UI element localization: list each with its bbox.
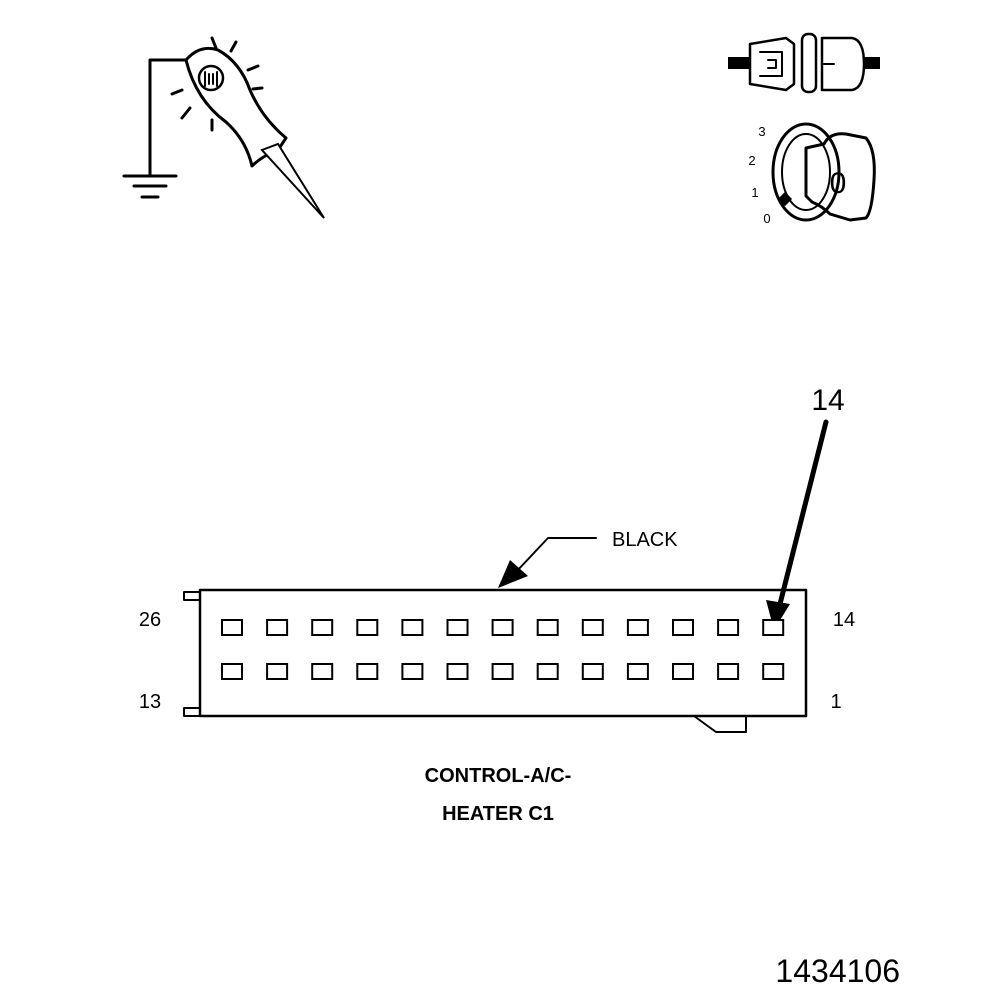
ignition-position-3: 3 [758, 124, 765, 139]
pin-cavity-12 [266, 663, 289, 680]
pin-cavity-14 [762, 619, 785, 636]
ground-symbol-icon [122, 174, 178, 199]
pin-cavity-10 [356, 663, 379, 680]
pin-cavity-4 [626, 663, 649, 680]
color-leader-arrow [498, 537, 597, 588]
corner-label-bottom-left: 13 [139, 691, 161, 713]
corner-label-bottom-right: 1 [830, 691, 841, 713]
pin-cavity-21 [446, 619, 469, 636]
key-position-label: 0 [830, 167, 847, 200]
pin-cavity-8 [446, 663, 469, 680]
ignition-position-0: 0 [763, 211, 770, 226]
ignition-position-1: 1 [751, 185, 758, 200]
pin-cavity-13 [221, 663, 243, 680]
pin-callout-number: 14 [811, 384, 844, 417]
pin-cavity-9 [401, 663, 424, 680]
corner-label-top-left: 26 [139, 609, 161, 631]
pin-cavity-19 [536, 619, 559, 636]
figure-id: 1434106 [775, 953, 900, 989]
corner-label-top-right: 14 [833, 609, 855, 631]
pin-cavity-17 [626, 619, 649, 636]
pin-cavity-16 [672, 619, 694, 636]
pin-cavity-6 [536, 663, 559, 680]
pin-cavity-25 [266, 619, 289, 636]
connector-caption-line2: HEATER C1 [442, 803, 554, 825]
connector-color-label: BLACK [612, 529, 678, 551]
pin-cavity-7 [491, 663, 514, 680]
pin-callout-arrow [766, 419, 829, 630]
position-marker-icon [777, 191, 793, 207]
pin-cavity-5 [581, 663, 604, 680]
pin-cavity-15 [717, 619, 740, 636]
connector-body [183, 588, 808, 733]
pin-cavity-24 [311, 619, 334, 636]
ignition-key-off-icon: 0 3 2 1 0 [748, 122, 876, 226]
pin-cavity-1 [762, 663, 785, 680]
pin-cavity-2 [717, 663, 740, 680]
pin-cavity-11 [311, 663, 334, 680]
pin-cavity-22 [401, 619, 424, 636]
pin-cavity-18 [581, 619, 604, 636]
connector-caption-line1: CONTROL-A/C- [425, 765, 572, 787]
pin-cavity-23 [356, 619, 379, 636]
pin-cavity-26 [221, 619, 243, 636]
test-light-probe-icon [148, 36, 325, 219]
connector-pins [221, 619, 785, 680]
connector-disconnected-icon [728, 32, 880, 94]
pin-cavity-20 [491, 619, 514, 636]
pin-cavity-3 [672, 663, 694, 680]
ignition-position-2: 2 [748, 153, 755, 168]
